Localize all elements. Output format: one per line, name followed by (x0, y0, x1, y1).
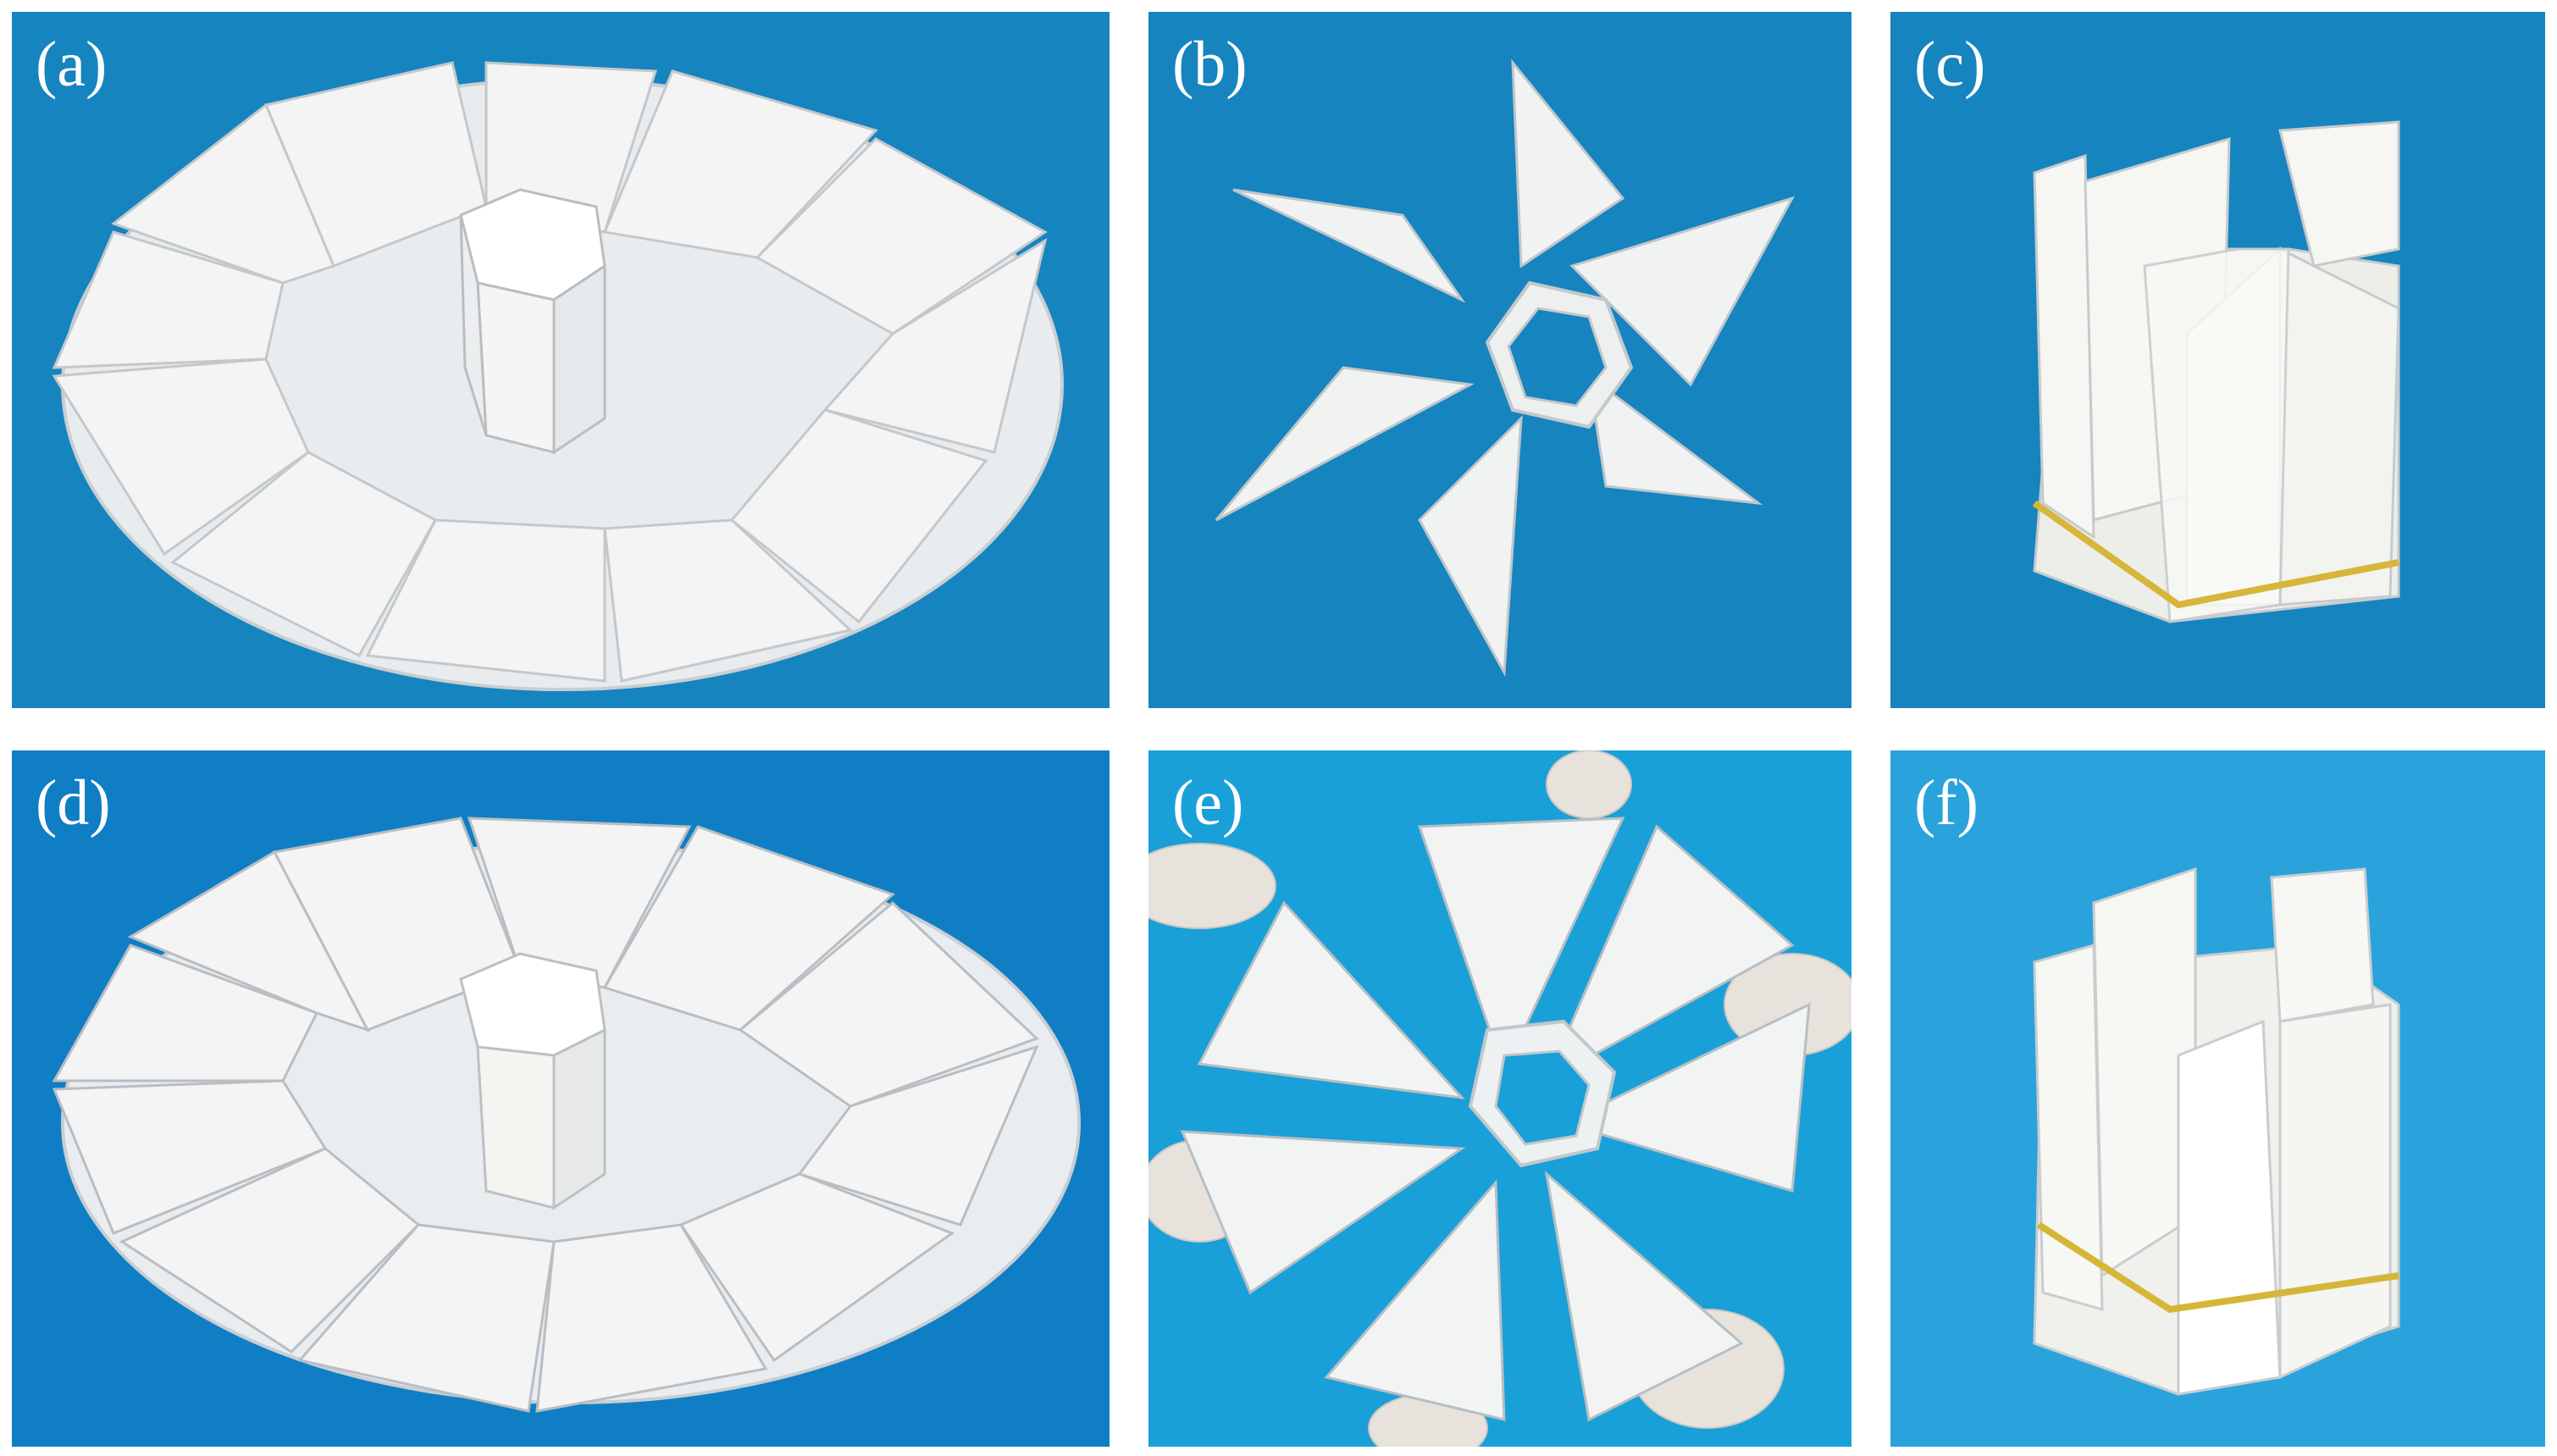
hexagon-frame (1485, 280, 1634, 429)
gloved-hands (1148, 750, 1851, 1447)
panel-c: (c) (1890, 12, 2545, 708)
folded-pinwheel (1180, 817, 1811, 1422)
panel-b: (b) (1148, 12, 1851, 708)
panel-b-photo (1215, 58, 1796, 678)
panel-c-photo (2032, 120, 2400, 623)
panel-b-label: (b) (1172, 29, 1248, 100)
panel-f-photo (2033, 866, 2400, 1396)
panel-f-label: (f) (1914, 767, 1979, 839)
panel-e-photo (1148, 750, 1851, 1447)
panel-d: (d) (12, 750, 1110, 1447)
panel-d-photo (52, 817, 1081, 1413)
panel-a-label: (a) (36, 29, 108, 100)
panel-c-label: (c) (1914, 29, 1986, 100)
hexagon-tube (459, 188, 606, 455)
hexagon-tube (459, 952, 606, 1210)
panel-f: (f) (1890, 750, 2545, 1447)
panel-e: (e) (1148, 750, 1851, 1447)
panel-e-label: (e) (1172, 767, 1244, 839)
folded-cylinder (2033, 120, 2400, 623)
hexagon-frame (1468, 1019, 1617, 1168)
rubber-band (2036, 1221, 2399, 1314)
panel-d-label: (d) (36, 767, 111, 839)
folded-panels (52, 61, 1048, 683)
panel-a: (a) (12, 12, 1110, 708)
spiral-panels (52, 817, 1039, 1413)
rubber-band (2032, 500, 2399, 609)
folded-star (1215, 58, 1796, 678)
folded-cylinder (2033, 866, 2400, 1396)
panel-a-photo (52, 61, 1064, 691)
